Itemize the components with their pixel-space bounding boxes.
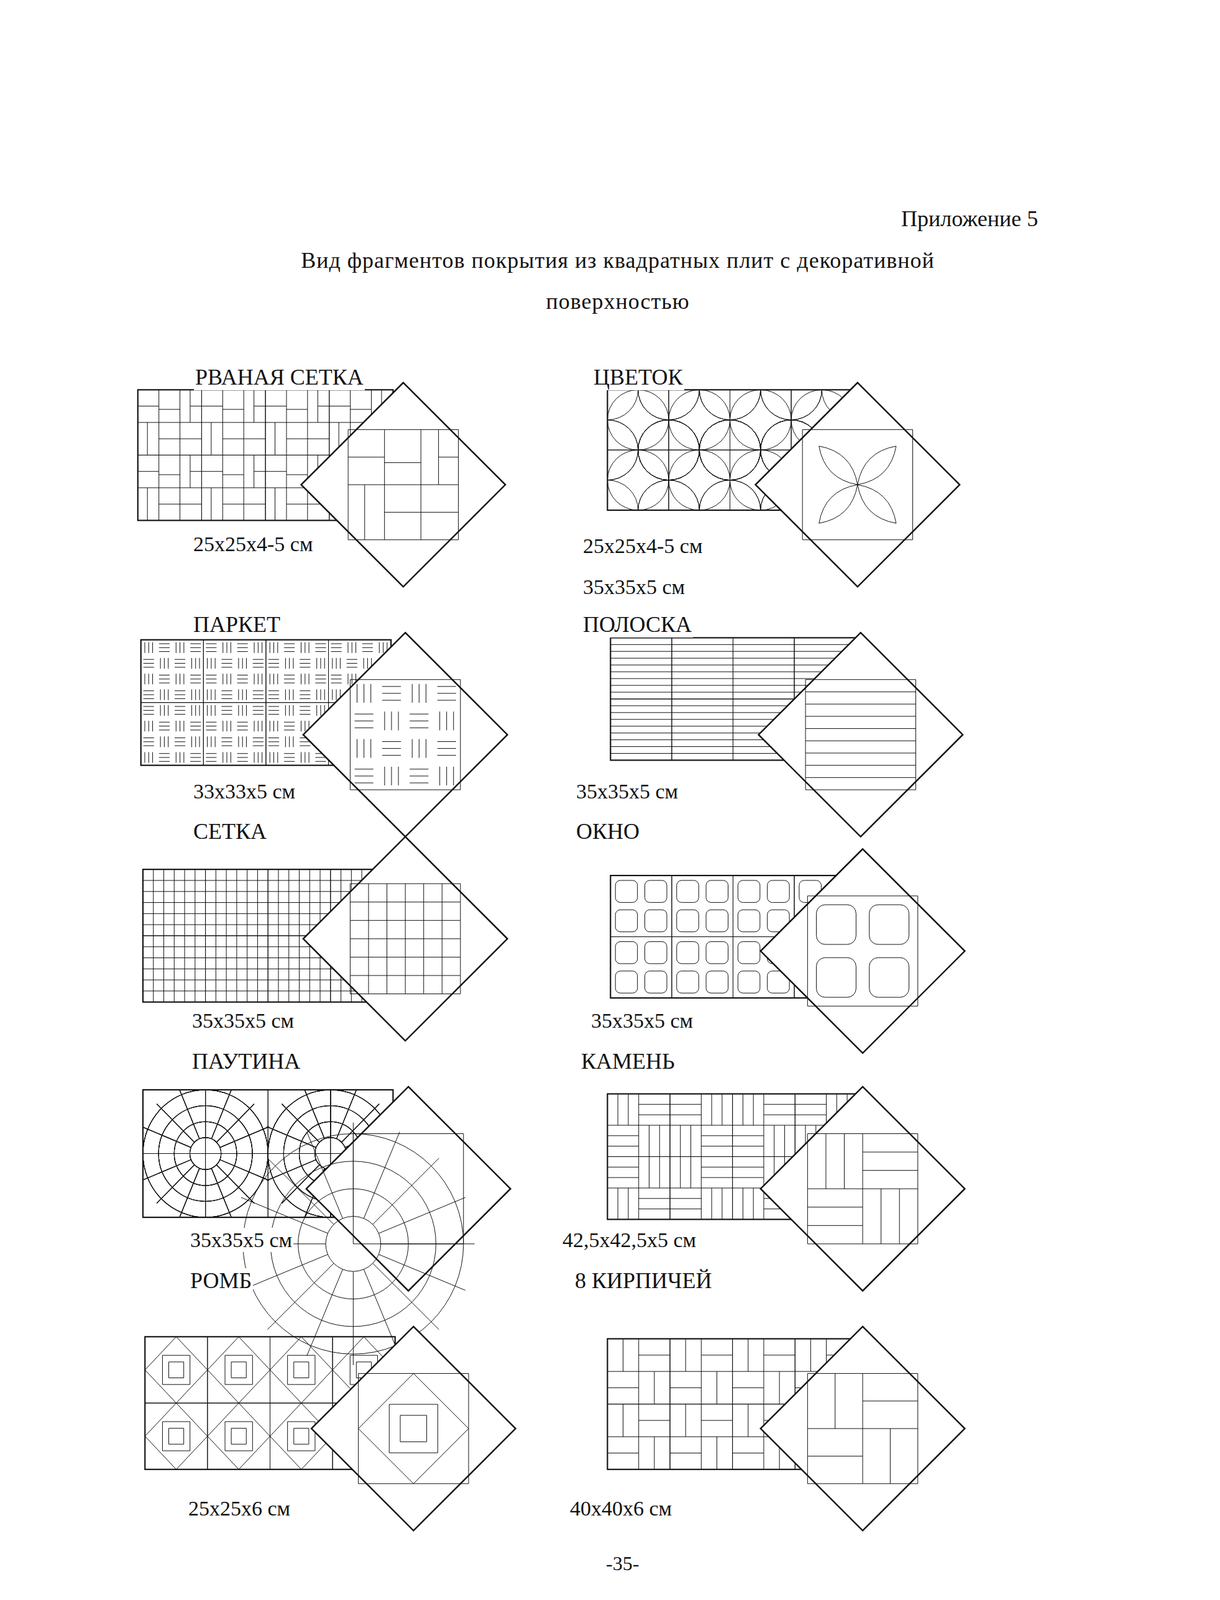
paving-fragment (137, 382, 506, 587)
paving-fragment (141, 632, 508, 837)
tile-size: 35x35x5 см (190, 1008, 296, 1033)
paving-fragment (576, 359, 960, 587)
pattern-name: ПОЛОСКА (581, 612, 693, 638)
pattern-name: РВАНАЯ СЕТКА (193, 364, 365, 391)
tile-size: 35x35x5 см (574, 779, 680, 804)
tile-diamond (760, 1326, 966, 1531)
paving-fragment (610, 632, 963, 837)
tile-diamond (303, 632, 508, 837)
tile-size: 25x25x4-5 см (192, 532, 314, 557)
tile-surface (802, 429, 913, 540)
tile-diamond (301, 382, 506, 587)
tile-diamond (311, 1326, 516, 1531)
tile-diamond (760, 1086, 966, 1291)
tile-diamond (758, 632, 964, 837)
pattern-name: ПАРКЕТ (192, 612, 282, 638)
pattern-name: ЦВЕТОК (592, 364, 685, 391)
tile-diamond (303, 837, 508, 1042)
page-heading: Вид фрагментов покрытия из квадратных пл… (238, 239, 997, 322)
tile-size: 25x25x4-5 см (581, 533, 704, 559)
tile-surface (349, 883, 460, 994)
paving-fragment (607, 1086, 965, 1291)
tile-surface (349, 679, 460, 790)
tile-surface (807, 1134, 918, 1245)
tile-size: 40x40x6 см (568, 1496, 674, 1521)
tile-size: 42,5x42,5x5 см (561, 1228, 698, 1253)
pattern-name: ОКНО (574, 819, 641, 845)
tile-surface (805, 679, 916, 790)
tile-size: 35x35x5 см (188, 1228, 294, 1253)
pattern-name: ПАУТИНА (190, 1049, 302, 1075)
paving-fragment (142, 837, 508, 1042)
page-number: -35- (604, 1552, 641, 1576)
tile-diamond (306, 1086, 511, 1291)
appendix-number: Приложение 5 (899, 206, 1040, 232)
tile-surface (358, 1373, 469, 1484)
tile-surface (348, 429, 459, 540)
tile-diamond (760, 848, 966, 1053)
tile-surface (807, 896, 918, 1007)
tile-diamond (755, 382, 961, 587)
tile-surface (807, 1373, 918, 1484)
pattern-name: РОМБ (188, 1268, 253, 1294)
tile-size: 35x35x5 см (581, 574, 687, 600)
pattern-name: КАМЕНЬ (579, 1049, 677, 1075)
paving-fragment (136, 1083, 511, 1366)
tile-size: 25x25x6 см (187, 1496, 292, 1521)
tile-size: 35x35x5 см (589, 1008, 695, 1033)
tile-size: 33x33x5 см (192, 779, 297, 804)
paving-fragment (144, 1326, 516, 1531)
pattern-name: СЕТКА (192, 819, 268, 845)
pattern-name: 8 КИРПИЧЕЙ (573, 1268, 713, 1294)
